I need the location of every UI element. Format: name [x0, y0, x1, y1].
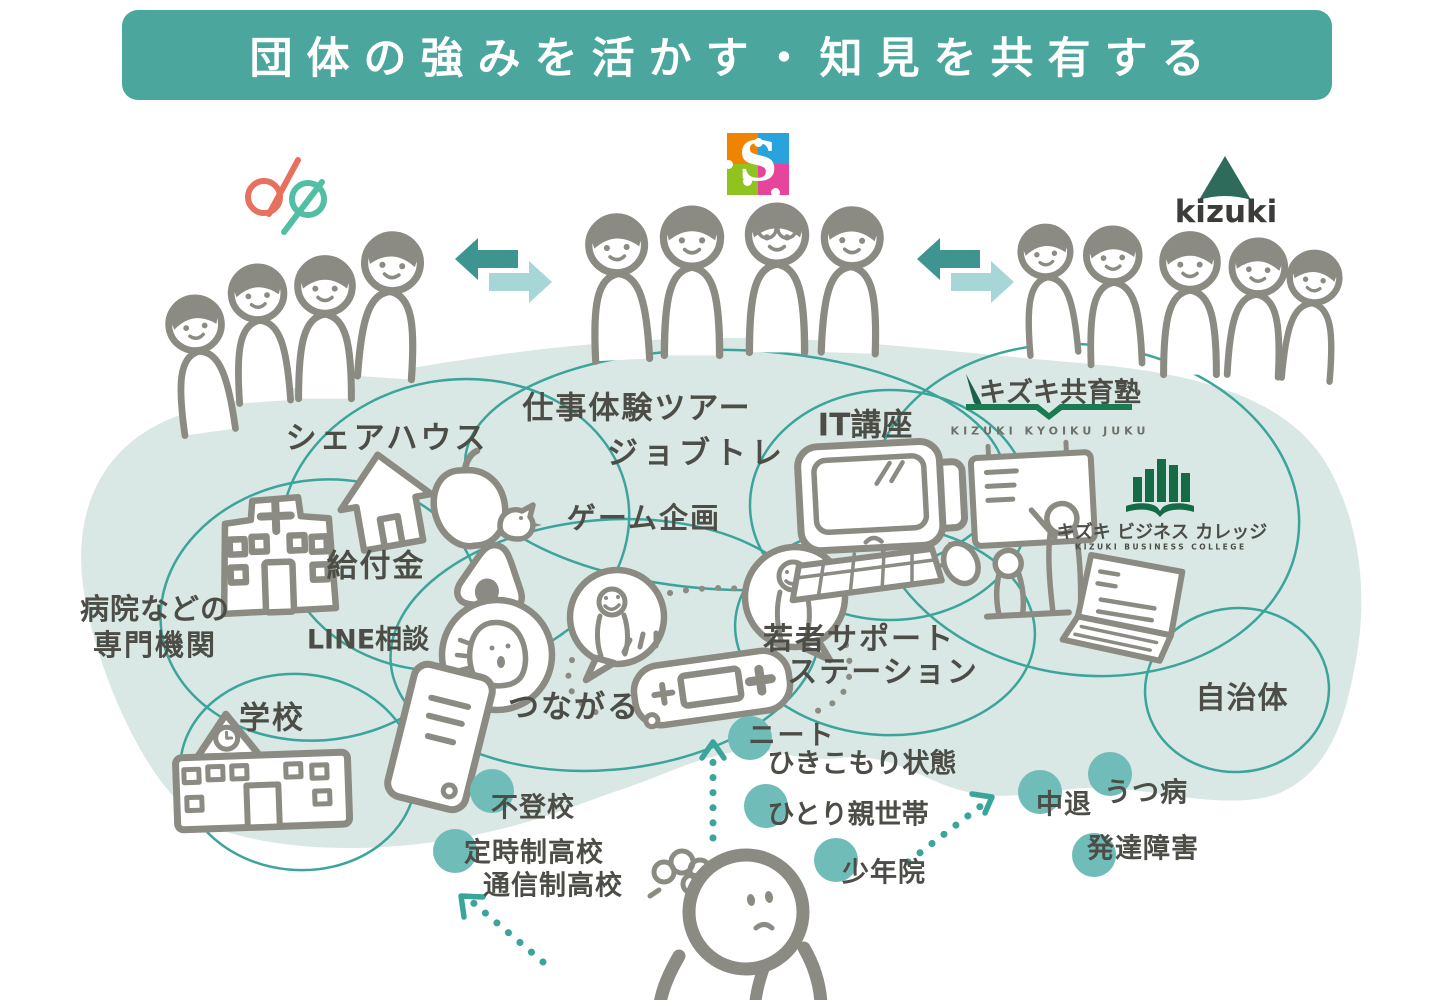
bird-icon — [497, 502, 542, 542]
label-single-parent: ひとり親世帯 — [767, 799, 929, 831]
s-logo-letter: S — [738, 129, 778, 193]
label-depression: うつ病 — [1104, 777, 1188, 809]
exchange-arrows-left — [455, 238, 552, 303]
label-tsunagaru: つながる — [508, 689, 640, 726]
label-it-course: IT講座 — [817, 407, 913, 444]
label-juvenile: 少年院 — [842, 857, 926, 889]
label-school: 学校 — [239, 700, 305, 737]
puzzle-piece-orange — [727, 133, 758, 164]
label-youth-support-line1: 若者サポート — [763, 622, 955, 657]
situation-dots — [433, 716, 1132, 882]
puzzle-knob — [771, 188, 780, 197]
puzzle-knob — [743, 177, 752, 186]
label-dropout: 中退 — [1036, 789, 1092, 821]
label-share-house: シェアハウス — [285, 420, 489, 457]
s-puzzle-logo-icon: S — [724, 129, 789, 197]
hospital-icon — [220, 494, 340, 618]
classroom-icon — [967, 439, 1098, 620]
glasses-icon — [756, 218, 798, 240]
kizuki-business-en: KIZUKI BUSINESS COLLEGE — [1075, 542, 1247, 552]
puzzle-knob — [754, 138, 763, 147]
label-hospital-line1: 病院などの — [79, 592, 231, 626]
label-job-training: ジョブトレ — [607, 435, 787, 472]
kizuki-logo-text: kizuki — [1174, 194, 1278, 230]
book-underline-icon — [966, 404, 1132, 420]
page-title: 団体の強みを活かす・知見を共有する — [249, 34, 1219, 84]
kizuki-triangle-icon — [1199, 156, 1251, 200]
label-hospital-line2: 専門機関 — [92, 628, 218, 662]
label-developmental: 発達障害 — [1087, 833, 1199, 865]
kizuki-business-jp: キズキ ビジネス カレッジ — [1056, 522, 1268, 543]
sparkle-marks-icon — [621, 630, 659, 655]
puzzle-knob — [724, 160, 733, 169]
label-line-consult: LINE相談 — [306, 624, 430, 656]
label-youth-support-line2: ステーション — [787, 655, 979, 690]
dotted-arrow-right — [904, 791, 995, 866]
house-icon — [337, 451, 435, 554]
kizuki-kyoiku-jp: キズキ共育塾 — [979, 377, 1141, 409]
game-controller-icon — [630, 647, 794, 730]
dotted-arrow-up — [699, 739, 727, 842]
bar-book-icon — [1126, 459, 1194, 517]
exchange-arrows-right — [917, 238, 1014, 303]
label-futoko: 不登校 — [491, 792, 575, 824]
kizuki-kyoiku-en: KIZUKI KYOIKU JUKU — [950, 424, 1150, 438]
label-game-planning: ゲーム企画 — [566, 501, 722, 535]
worried-person — [654, 848, 828, 1000]
people-group-right — [1019, 225, 1342, 382]
puzzle-piece-blue — [758, 133, 789, 164]
label-benefits: 給付金 — [326, 548, 426, 585]
title-banner: 団体の強みを活かす・知見を共有する — [122, 10, 1332, 100]
label-hikikomori: ひきこもり状態 — [767, 748, 957, 780]
laptop-icon — [1059, 551, 1186, 664]
pencil-icon — [966, 374, 983, 408]
apple-icon — [430, 447, 509, 550]
school-icon — [172, 710, 354, 834]
dotted-arrow-left — [458, 893, 547, 966]
puzzle-piece-green — [727, 164, 758, 195]
chat-dotted-links — [565, 585, 853, 719]
phone-icon — [384, 660, 496, 814]
label-neet: ニート — [748, 720, 836, 752]
desktop-computer-icon — [789, 437, 981, 604]
label-municipality: 自治体 — [1195, 681, 1289, 716]
label-part-time-hs: 定時制高校 — [464, 837, 604, 869]
people-group-center — [587, 206, 881, 361]
label-correspondence-hs: 通信制高校 — [483, 870, 623, 902]
label-work-tour: 仕事体験ツアー — [522, 390, 752, 427]
dxp-logo-icon — [245, 157, 327, 235]
